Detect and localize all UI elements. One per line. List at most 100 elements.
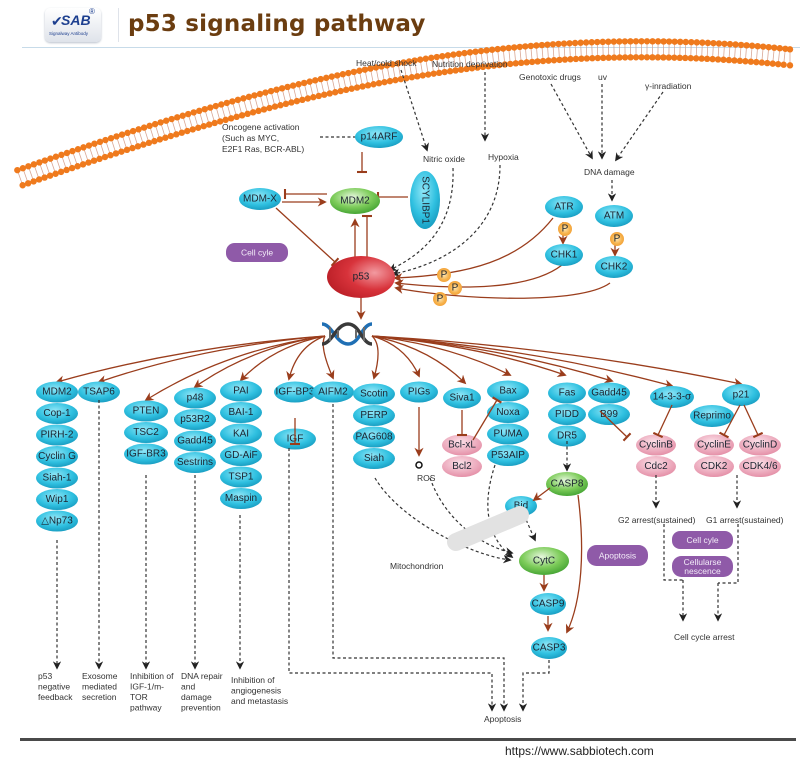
lipid-head (528, 58, 536, 66)
node-chk1[interactable]: CHK1 (545, 244, 583, 266)
lipid-head (660, 38, 667, 45)
inhibited-bcl-xl[interactable]: Bcl-xL (442, 434, 482, 456)
target-maspin[interactable]: Maspin (220, 488, 262, 509)
target-p53aip[interactable]: P53AIP (487, 445, 529, 466)
target-bax[interactable]: Bax (487, 380, 529, 402)
cell-cycle-box-upper[interactable]: Cell cyle (226, 243, 288, 262)
target-bai-1[interactable]: BAI-1 (220, 402, 262, 423)
target-fas[interactable]: Fas (548, 382, 586, 404)
target-p53r2[interactable]: p53R2 (174, 409, 216, 430)
lipid-head (496, 61, 503, 69)
apoptosis-box[interactable]: Apoptosis (587, 545, 648, 566)
target-tsap6[interactable]: TSAP6 (78, 381, 120, 403)
node-casp8[interactable]: CASP8 (546, 472, 588, 496)
heat-arrow (400, 69, 429, 152)
target-scotin[interactable]: Scotin (353, 383, 395, 405)
inhibited-cdc2[interactable]: Cdc2 (636, 456, 676, 477)
target-b99[interactable]: B99 (588, 404, 630, 425)
target-pai[interactable]: PAI (220, 380, 262, 402)
lipid-head (511, 44, 518, 51)
cell-cycle-box-lower[interactable]: Cell cyle (672, 531, 733, 549)
lipid-head (731, 57, 738, 64)
lipid-head (400, 59, 407, 66)
inhibited-cyclinb[interactable]: CyclinB (636, 434, 676, 456)
target-dr5[interactable]: DR5 (548, 425, 586, 447)
lipid-tail (331, 77, 336, 92)
inhibited-cdk4-6[interactable]: CDK4/6 (739, 456, 781, 477)
target-cop-1[interactable]: Cop-1 (36, 403, 78, 424)
lipid-tail (761, 47, 764, 62)
lipid-head (90, 157, 98, 164)
lipid-head (446, 68, 454, 75)
target-wip1[interactable]: Wip1 (36, 489, 78, 510)
target-pten[interactable]: PTEN (124, 400, 168, 422)
target-p48[interactable]: p48 (174, 387, 216, 409)
lipid-head (35, 176, 43, 183)
lipid-head (74, 146, 82, 153)
node-mdm2[interactable]: MDM2 (330, 188, 380, 214)
target-pidd[interactable]: PIDD (548, 404, 586, 425)
target-gadd45[interactable]: Gadd45 (174, 430, 216, 452)
inhibited-cyclind-shape (739, 434, 781, 456)
node-p53[interactable]: p53 (327, 256, 395, 298)
target-siah-1[interactable]: Siah-1 (36, 467, 78, 489)
lipid-tail (83, 148, 89, 162)
node-casp3[interactable]: CASP3 (531, 637, 567, 659)
lipid-tail (292, 86, 298, 101)
svg-text:P: P (452, 283, 459, 294)
target-14-3-3-sigma[interactable]: 14-3-3-σ (650, 386, 694, 408)
target-siah[interactable]: Siah (353, 448, 395, 469)
lipid-head (315, 92, 322, 100)
target-sestrins[interactable]: Sestrins (174, 452, 216, 473)
lipid-head (386, 77, 394, 85)
target-tsp1[interactable]: TSP1 (220, 466, 262, 488)
target-perp[interactable]: PERP (353, 405, 395, 426)
node-casp9[interactable]: CASP9 (530, 593, 566, 615)
target-tsc2[interactable]: TSC2 (124, 422, 168, 443)
lipid-head (523, 59, 530, 66)
footer-url[interactable]: https://www.sabbiotech.com (505, 744, 654, 758)
target-pag608[interactable]: PAG608 (353, 426, 395, 448)
target-aifm2[interactable]: AIFM2 (312, 381, 354, 403)
lipid-head (665, 38, 673, 45)
node-scylibp1[interactable]: SCYLIBP1 (410, 171, 440, 229)
target-p21[interactable]: p21 (722, 384, 760, 406)
cell-membrane (14, 38, 794, 189)
lipid-head (255, 107, 262, 115)
lipid-head (544, 41, 551, 48)
inhibited-bcl2[interactable]: Bcl2 (442, 456, 482, 477)
node-atr[interactable]: ATR (545, 196, 583, 218)
target-puma[interactable]: PUMA (487, 423, 529, 445)
target-mdm2[interactable]: MDM2 (36, 381, 78, 403)
node-cytc[interactable]: CytC (519, 547, 569, 575)
target-noxa[interactable]: Noxa (487, 402, 529, 423)
target-igf-br3[interactable]: IGF-BR3 (124, 443, 168, 465)
target-igf-bp3[interactable]: IGF-BP3 (274, 381, 316, 403)
inhibited-cycline[interactable]: CyclinE (694, 434, 734, 456)
node-atm[interactable]: ATM (595, 205, 633, 227)
lipid-head (151, 137, 158, 145)
lipid-tail (690, 43, 692, 58)
inhibited-cdk2[interactable]: CDK2 (694, 456, 734, 477)
target-kai[interactable]: KAI (220, 423, 262, 445)
inhibited-cyclind[interactable]: CyclinD (739, 434, 781, 456)
target-pirh-2[interactable]: PIRH-2 (36, 424, 78, 446)
node-mdm-x[interactable]: MDM-X (239, 188, 281, 210)
lipid-head (599, 38, 606, 46)
target-reprimo[interactable]: Reprimo (690, 405, 734, 427)
target-np73[interactable]: △Np73 (36, 510, 78, 532)
target-cyclin-g[interactable]: Cyclin G (36, 446, 78, 467)
lipid-head (748, 42, 756, 49)
node-chk2[interactable]: CHK2 (595, 256, 633, 278)
target-gadd45[interactable]: Gadd45 (588, 382, 630, 404)
target-siva1[interactable]: Siva1 (443, 387, 481, 409)
lipid-tail (259, 94, 265, 109)
target-siva1-shape (443, 387, 481, 409)
node-p14arf[interactable]: p14ARF (355, 126, 403, 148)
node-p53-label: p53 (353, 272, 370, 283)
lipid-head (123, 146, 131, 154)
target-perp-shape (353, 405, 395, 426)
target-pigs[interactable]: PIGs (400, 381, 438, 403)
target-gd-aif[interactable]: GD-AiF (220, 445, 262, 466)
